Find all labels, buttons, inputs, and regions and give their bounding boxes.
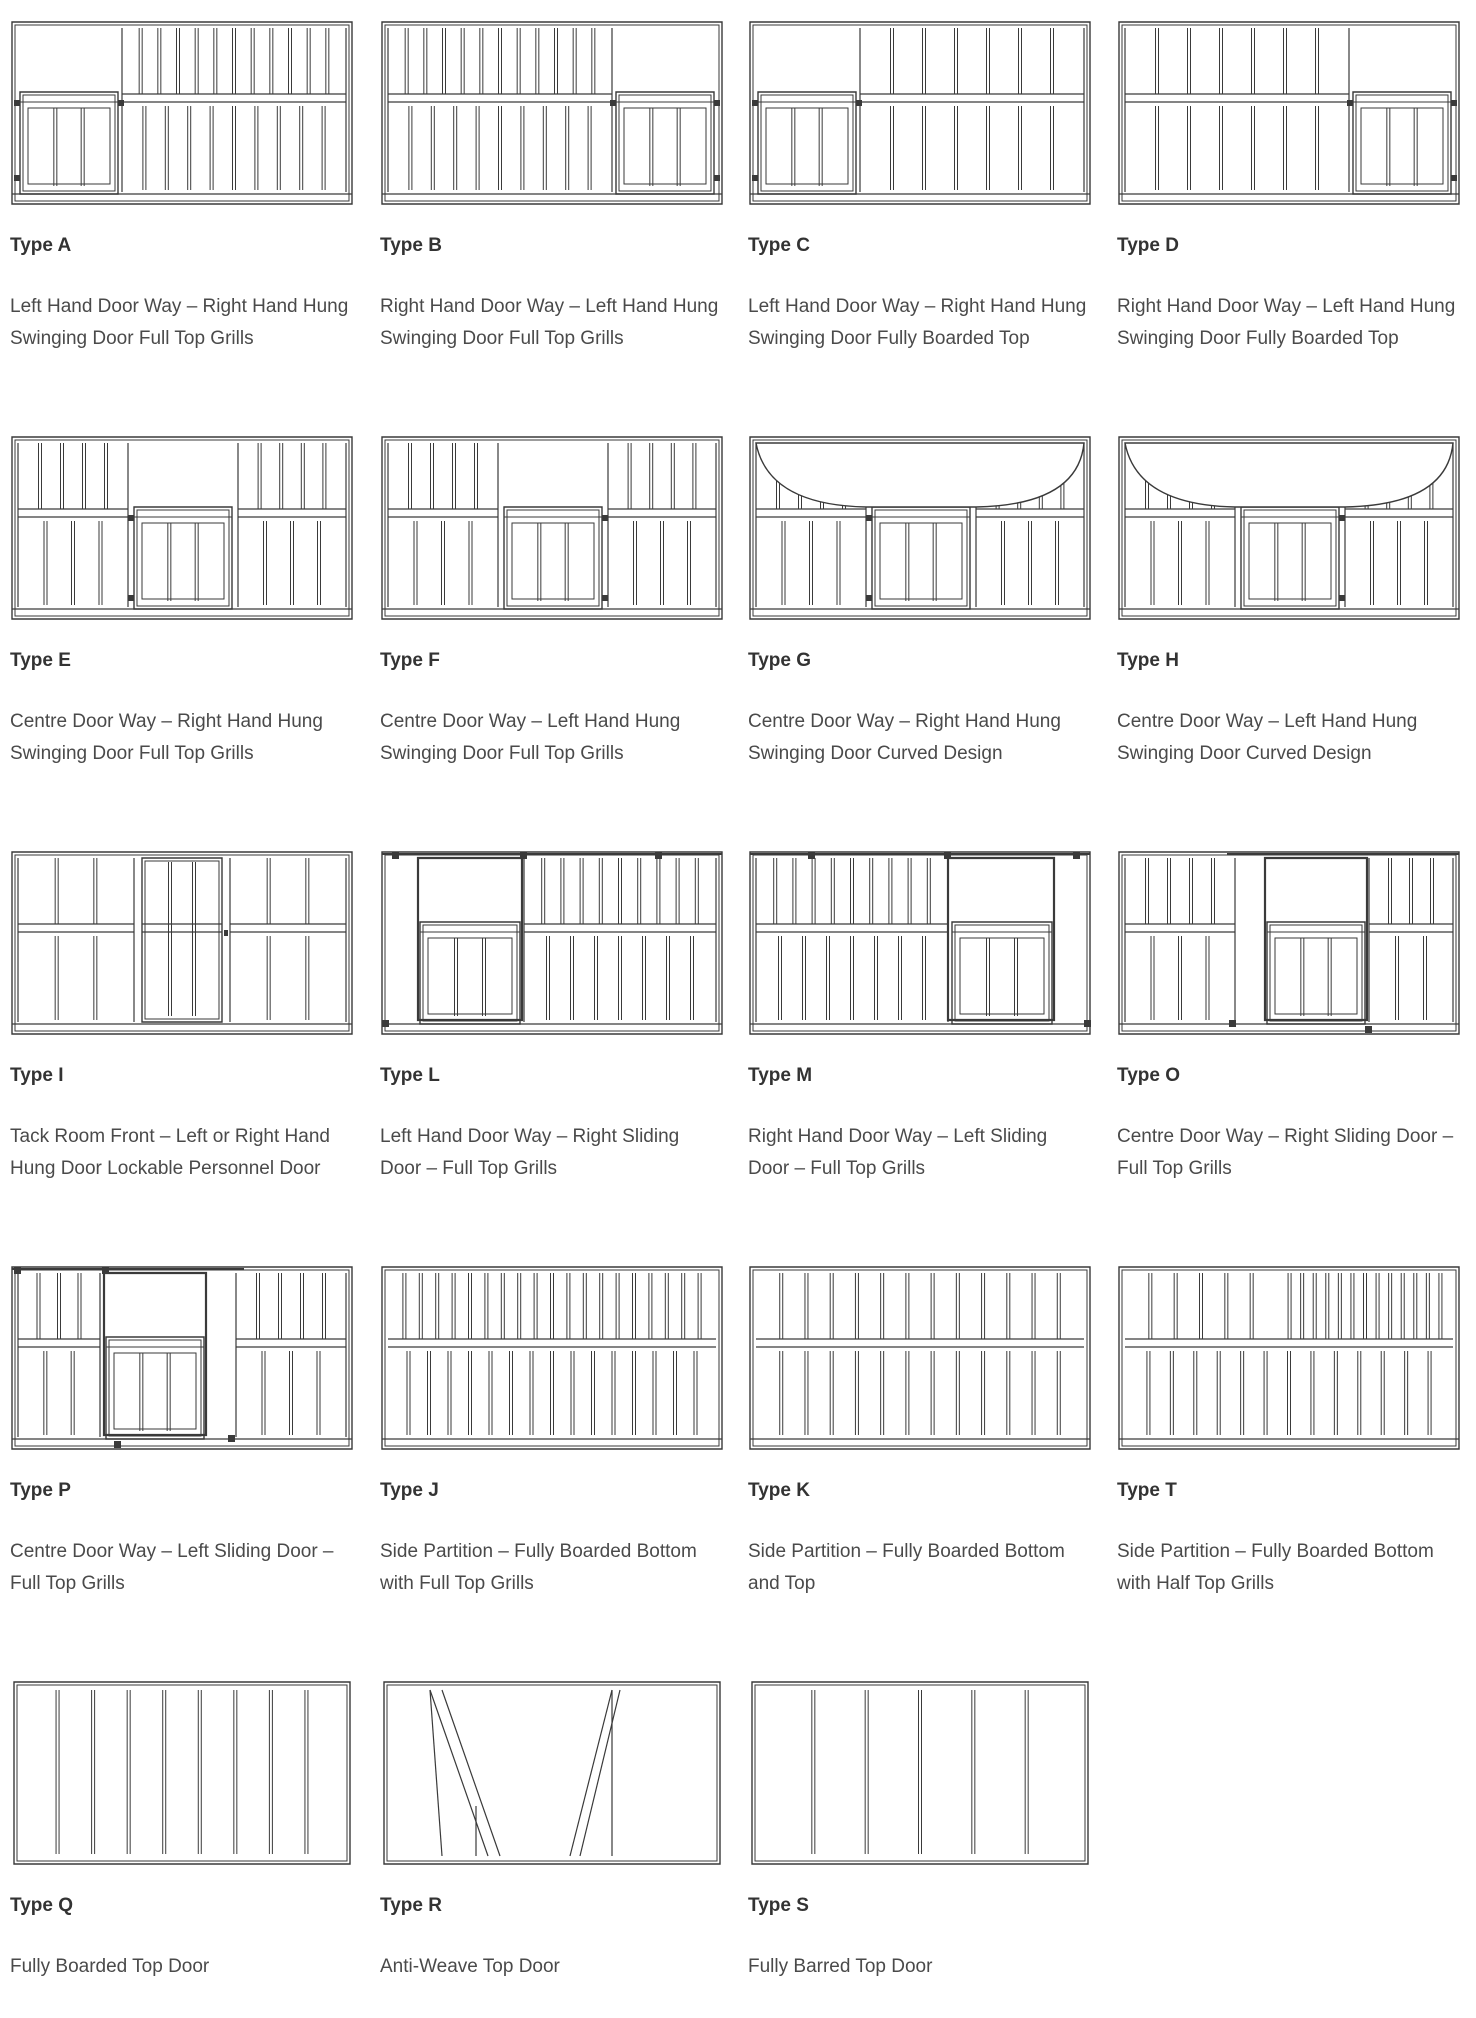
product-card[interactable]: Type R Anti-Weave Top Door	[380, 1680, 724, 1983]
product-description: Right Hand Door Way – Left Sliding Door …	[748, 1126, 1048, 1179]
product-title: Type P	[10, 1480, 71, 1501]
product-card[interactable]: Type S Fully Barred Top Door	[748, 1680, 1092, 1983]
product-card[interactable]: Type B Right Hand Door Way – Left Hand Hu…	[380, 20, 724, 355]
product-card[interactable]: Type L Left Hand Door Way – Right Sliding…	[380, 850, 724, 1185]
product-description: Centre Door Way – Left Sliding Door – Fu…	[10, 1541, 334, 1594]
product-card[interactable]: Type T Side Partition – Fully Boarded Bot…	[1117, 1265, 1461, 1600]
stable-front-type-l-diagram	[380, 850, 724, 1036]
product-description: Right Hand Door Way – Left Hand Hung Swi…	[380, 296, 719, 349]
stable-front-type-f-diagram	[380, 435, 724, 621]
product-title: Type G	[748, 650, 811, 671]
top-door-type-r-diagram	[380, 1680, 724, 1866]
product-title: Type O	[1117, 1065, 1180, 1086]
stable-front-type-h-diagram	[1117, 435, 1461, 621]
product-title: Type M	[748, 1065, 813, 1086]
product-description: Left Hand Door Way – Right Hand Hung Swi…	[748, 296, 1087, 349]
product-description: Fully Boarded Top Door	[10, 1956, 210, 1977]
stable-front-type-g-diagram	[748, 435, 1092, 621]
product-card[interactable]: Type I Tack Room Front – Left or Right Ha…	[10, 850, 354, 1185]
product-description: Side Partition – Fully Boarded Bottom wi…	[380, 1541, 697, 1594]
stable-front-type-e-diagram	[10, 435, 354, 621]
product-title: Type C	[748, 235, 810, 256]
stable-front-type-d-diagram	[1117, 20, 1461, 206]
product-card[interactable]: Type P Centre Door Way – Left Sliding Doo…	[10, 1265, 354, 1600]
product-card[interactable]: Type K Side Partition – Fully Boarded Bot…	[748, 1265, 1092, 1600]
product-title: Type Q	[10, 1895, 73, 1916]
product-title: Type R	[380, 1895, 442, 1916]
product-title: Type T	[1117, 1480, 1177, 1501]
stable-front-type-o-diagram	[1117, 850, 1461, 1036]
product-description: Fully Barred Top Door	[748, 1956, 933, 1977]
product-description: Side Partition – Fully Boarded Bottom wi…	[1117, 1541, 1434, 1594]
product-card[interactable]: Type H Centre Door Way – Left Hand Hung S…	[1117, 435, 1461, 770]
product-description: Centre Door Way – Right Hand Hung Swingi…	[10, 711, 323, 764]
side-partition-type-k-diagram	[748, 1265, 1092, 1451]
product-card[interactable]: Type E Centre Door Way – Right Hand Hung …	[10, 435, 354, 770]
product-card[interactable]: Type C Left Hand Door Way – Right Hand Hu…	[748, 20, 1092, 355]
top-door-type-s-diagram	[748, 1680, 1092, 1866]
stable-front-type-p-diagram	[10, 1265, 354, 1451]
product-description: Left Hand Door Way – Right Sliding Door …	[380, 1126, 680, 1179]
product-title: Type B	[380, 235, 442, 256]
product-description: Centre Door Way – Right Sliding Door – F…	[1117, 1126, 1454, 1179]
product-card[interactable]: Type D Right Hand Door Way – Left Hand Hu…	[1117, 20, 1461, 355]
product-title: Type J	[380, 1480, 439, 1501]
product-card[interactable]: Type J Side Partition – Fully Boarded Bot…	[380, 1265, 724, 1600]
product-title: Type D	[1117, 235, 1179, 256]
product-description: Left Hand Door Way – Right Hand Hung Swi…	[10, 296, 349, 349]
product-description: Tack Room Front – Left or Right Hand Hun…	[10, 1126, 330, 1179]
product-card[interactable]: Type F Centre Door Way – Left Hand Hung S…	[380, 435, 724, 770]
product-title: Type F	[380, 650, 440, 671]
top-door-type-q-diagram	[10, 1680, 354, 1866]
product-title: Type H	[1117, 650, 1179, 671]
side-partition-type-j-diagram	[380, 1265, 724, 1451]
product-description: Side Partition – Fully Boarded Bottom an…	[748, 1541, 1065, 1594]
product-title: Type A	[10, 235, 72, 256]
product-card[interactable]: Type O Centre Door Way – Right Sliding Do…	[1117, 850, 1461, 1185]
stable-front-type-i-diagram	[10, 850, 354, 1036]
stable-front-type-c-diagram	[748, 20, 1092, 206]
product-card[interactable]: Type M Right Hand Door Way – Left Sliding…	[748, 850, 1092, 1185]
product-title: Type I	[10, 1065, 64, 1086]
product-title: Type K	[748, 1480, 810, 1501]
product-description: Centre Door Way – Left Hand Hung Swingin…	[380, 711, 681, 764]
product-description: Centre Door Way – Right Hand Hung Swingi…	[748, 711, 1061, 764]
stable-front-type-a-diagram	[10, 20, 354, 206]
product-description: Anti-Weave Top Door	[380, 1956, 560, 1977]
side-partition-type-t-diagram	[1117, 1265, 1461, 1451]
product-title: Type L	[380, 1065, 440, 1086]
product-card[interactable]: Type Q Fully Boarded Top Door	[10, 1680, 354, 1983]
product-description: Right Hand Door Way – Left Hand Hung Swi…	[1117, 296, 1456, 349]
product-title: Type E	[10, 650, 71, 671]
stable-front-type-b-diagram	[380, 20, 724, 206]
product-card[interactable]: Type A Left Hand Door Way – Right Hand Hu…	[10, 20, 354, 355]
product-title: Type S	[748, 1895, 809, 1916]
product-description: Centre Door Way – Left Hand Hung Swingin…	[1117, 711, 1418, 764]
product-card[interactable]: Type G Centre Door Way – Right Hand Hung …	[748, 435, 1092, 770]
stable-front-type-m-diagram	[748, 850, 1091, 1036]
